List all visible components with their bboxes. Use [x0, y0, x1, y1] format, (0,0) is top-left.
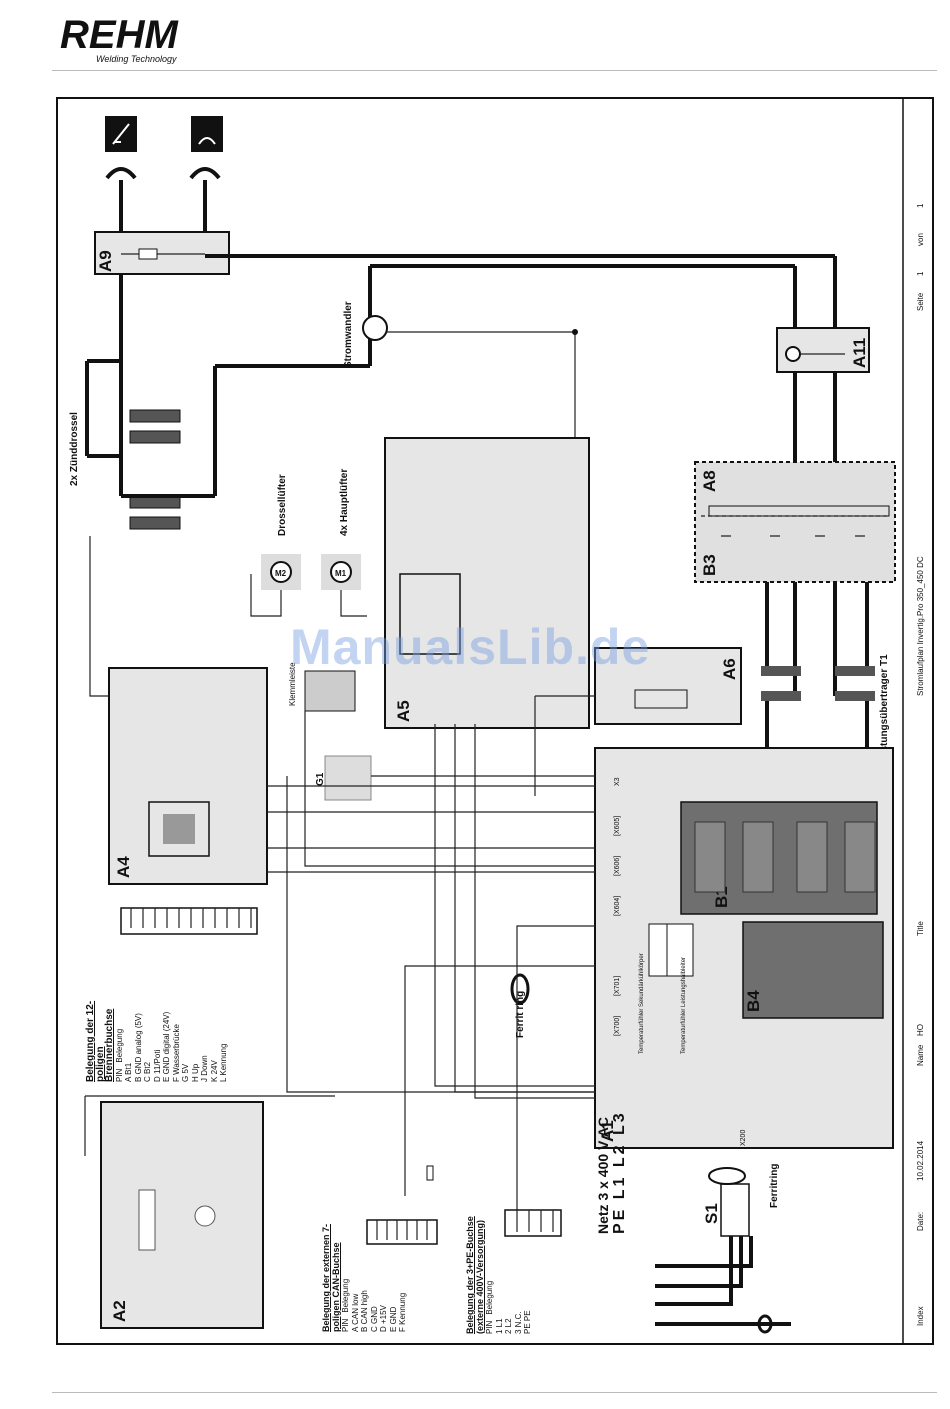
pe-belegung-header: Belegung [485, 1280, 494, 1315]
pe-row: 2 L2 [504, 1318, 513, 1334]
temp-sensor-1-label: Temperaturfühler Sekundärkühlkörper [639, 953, 645, 1054]
name-value: HO [916, 1024, 925, 1036]
module-a9 [94, 231, 230, 275]
burner-row: E GND digital (24V) [162, 1011, 171, 1082]
watermark: ManualsLib.de [290, 619, 651, 675]
module-a5-label: A5 [394, 700, 413, 722]
burner-pin-header: PIN [114, 1068, 124, 1082]
hauptluefter-label: 4x Hauptlüfter [339, 469, 350, 536]
connector-x606: [X606] [614, 856, 621, 876]
pe-socket-legend: Belegung der 3+PE-Buchse (externe 400V-V… [465, 1184, 533, 1334]
date-label: Date: [916, 1212, 925, 1231]
pe-socket-title: Belegung der 3+PE-Buchse (externe 400V-V… [465, 1216, 485, 1334]
torch-icon [105, 116, 137, 152]
switch-s1-label: S1 [702, 1203, 721, 1224]
burner-socket-legend: Belegung der 12-poligen Brennerbuchse PI… [85, 882, 229, 1082]
netz-label: Netz 3 x 400 V AC [595, 1117, 611, 1234]
of-label: von [916, 233, 925, 246]
module-a9-label: A9 [96, 250, 115, 272]
diagram-frame [56, 97, 934, 1345]
module-b4 [742, 921, 884, 1019]
burner-belegung-header: Belegung [114, 1028, 124, 1063]
can-pin-header: PIN [341, 1318, 350, 1332]
module-a2-label: A2 [110, 1300, 129, 1322]
module-a1-label: A1 [598, 1120, 617, 1142]
can-socket-symbol [366, 1219, 438, 1245]
netz-lines: PE L1 L2 L3 [611, 1110, 628, 1234]
burner-row: J Down [200, 1055, 209, 1082]
netz-label-block: Netz 3 x 400 V AC PE L1 L2 L3 [595, 1094, 629, 1234]
stromwandler-label: Stromwandler [343, 301, 354, 368]
burner-socket-title: Belegung der 12-poligen Brennerbuchse [85, 1000, 115, 1082]
burner-socket-symbol [120, 907, 258, 935]
pe-socket-symbol [504, 1209, 562, 1237]
date-value: 10.02.2014 [916, 1140, 925, 1181]
fan-m2-label: M2 [275, 569, 287, 578]
burner-row: C Bt2 [143, 1061, 152, 1082]
can-belegung-header: Belegung [341, 1278, 350, 1313]
ground-clamp-icon [191, 116, 223, 152]
connector-x701: [X701] [614, 976, 621, 996]
module-a4 [108, 667, 268, 885]
index-label: Index [916, 1306, 925, 1326]
can-socket-title: Belegung der externen 7-poligen CAN-Buch… [321, 1223, 341, 1332]
can-row: E GND [388, 1306, 398, 1332]
pe-row: PE PE [523, 1310, 532, 1334]
title-label: Title [916, 921, 925, 936]
module-b3-label: B3 [700, 554, 719, 576]
page-label: Seite [916, 292, 925, 311]
title-value: Stromlaufplan Invertig.Pro 350_450 DC [916, 556, 925, 696]
connector-x3: X3 [614, 777, 621, 786]
page-value: 1 [916, 271, 925, 276]
logo-text: REHM [60, 13, 179, 57]
ferrit-ring-label: Ferrit ring [515, 991, 526, 1038]
ferritring-label: Ferritring [769, 1164, 780, 1208]
module-a2 [100, 1101, 264, 1329]
zuenddrossel-label: 2x Zünddrossel [69, 412, 80, 486]
module-a6 [594, 647, 742, 725]
can-row: A CAN low [350, 1293, 360, 1332]
can-row: D +15V [379, 1305, 388, 1332]
burner-row: K 24V [209, 1060, 219, 1082]
module-a8-b3 [694, 461, 896, 583]
burner-row: D 11/Poti [152, 1049, 162, 1082]
connector-x604: [X604] [614, 896, 621, 916]
burner-row: A Bt1 [124, 1062, 133, 1082]
burner-row: G 5V [181, 1063, 190, 1082]
fan-m1-label: M1 [335, 569, 347, 578]
module-a11-label: A11 [850, 338, 869, 368]
can-row: C GND [369, 1306, 379, 1332]
connector-x605: [X605] [614, 816, 621, 836]
of-value: 1 [916, 203, 925, 208]
pe-row: 1 L1 [494, 1318, 504, 1334]
connector-x200: X200 [740, 1130, 747, 1146]
pe-row: 3 N.C. [513, 1311, 523, 1334]
module-a4-label: A4 [114, 856, 133, 878]
module-g1-label: G1 [315, 772, 326, 786]
burner-row: F Wasserbrücke [171, 1024, 181, 1082]
pe-pin-header: PIN [485, 1320, 494, 1334]
name-label: Name [916, 1044, 925, 1066]
can-socket-legend: Belegung der externen 7-poligen CAN-Buch… [321, 1192, 408, 1332]
burner-row: L Kennung [219, 1043, 228, 1082]
rehm-logo: REHM Welding Technology [60, 13, 179, 64]
burner-row: B GND analog (5V) [133, 1013, 143, 1082]
footer-rule [52, 1392, 937, 1393]
logo-subtitle: Welding Technology [96, 54, 177, 64]
leistungsuebertrager-label: Leistungsübertrager T1 [879, 654, 890, 766]
temp-sensor-2-label: Temperaturfühler Leistungshalbleiter [681, 957, 687, 1054]
connector-x700: [X700] [614, 1016, 621, 1036]
can-row: B CAN high [360, 1290, 369, 1332]
circuit-diagram: Index Date: 10.02.2014 Name HO Title Str… [56, 97, 934, 1345]
drossellufter-label: Drossellüfter [277, 474, 288, 536]
module-a6-label: A6 [720, 658, 739, 680]
module-b4-label: B4 [744, 990, 763, 1012]
module-a8-label: A8 [700, 470, 719, 492]
module-a5 [384, 437, 590, 729]
klemmleiste-label: Klemmleiste [288, 662, 297, 706]
header-rule [52, 70, 937, 71]
can-row: F Kennung [398, 1292, 407, 1332]
burner-row: H Up [190, 1063, 200, 1082]
